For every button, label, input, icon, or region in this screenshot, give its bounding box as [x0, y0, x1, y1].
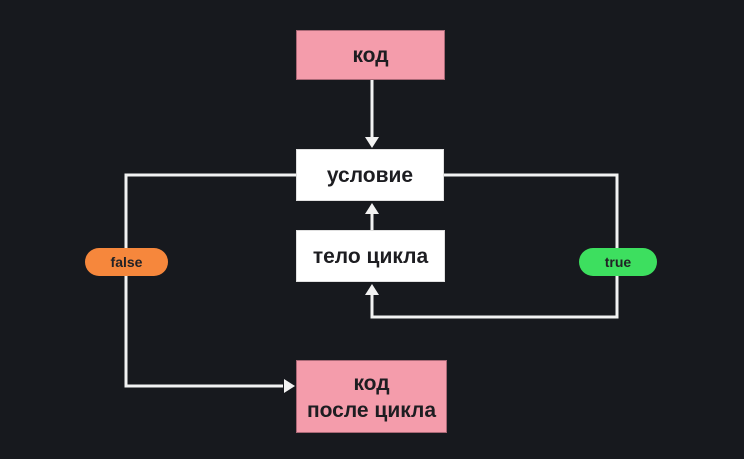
node-condition-label: условие — [326, 163, 414, 187]
arrow-true-branch-line — [370, 173, 619, 319]
arrow-loopbody-to-condition-head — [365, 203, 379, 214]
node-condition: условие — [296, 149, 444, 201]
arrow-true-branch-head — [365, 284, 379, 295]
node-loop-body-label: тело цикла — [312, 244, 429, 268]
node-code-after-loop-label-line2: после цикла — [306, 398, 437, 422]
node-loop-body: тело цикла — [296, 230, 445, 282]
true-branch-badge-label: true — [604, 254, 632, 270]
node-code-after-loop: код после цикла — [296, 360, 447, 433]
false-branch-badge-label: false — [110, 254, 143, 270]
true-branch-badge: true — [579, 248, 657, 276]
node-code: код — [296, 30, 445, 80]
arrow-false-branch-line — [124, 173, 296, 388]
false-branch-badge: false — [85, 248, 168, 276]
node-code-after-loop-label-line1: код — [353, 371, 390, 395]
arrow-code-to-condition-head — [365, 137, 379, 148]
arrow-false-branch-head — [284, 379, 295, 393]
node-code-label: код — [352, 43, 389, 67]
